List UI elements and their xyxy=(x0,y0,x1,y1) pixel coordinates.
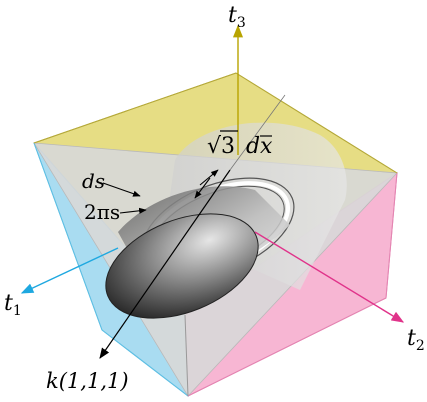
label-t3: t3 xyxy=(228,3,246,31)
label-sqrt3-dxbar: √3 d x xyxy=(207,130,273,159)
label-ds: ds xyxy=(82,169,105,193)
arrow-sqrt3-dx xyxy=(199,169,219,186)
axis-k-hidden xyxy=(229,94,286,171)
box-edges xyxy=(33,72,398,397)
label-2pis: 2πs xyxy=(84,200,120,224)
axis-t2 xyxy=(254,231,405,323)
front-disk xyxy=(105,213,259,319)
arrow-sqrt3-dx-back xyxy=(194,177,211,199)
arrow-ds xyxy=(102,182,141,197)
axis-t1 xyxy=(20,247,119,294)
arrow-2pis xyxy=(119,207,147,214)
label-t2: t2 xyxy=(407,326,425,354)
svg-text:√3: √3 xyxy=(207,134,235,159)
axis-k-direction xyxy=(99,169,231,359)
label-t1: t1 xyxy=(4,291,22,319)
svg-text:x: x xyxy=(260,134,273,159)
label-k-111: k(1,1,1) xyxy=(46,369,129,393)
svg-text:d: d xyxy=(246,134,260,159)
